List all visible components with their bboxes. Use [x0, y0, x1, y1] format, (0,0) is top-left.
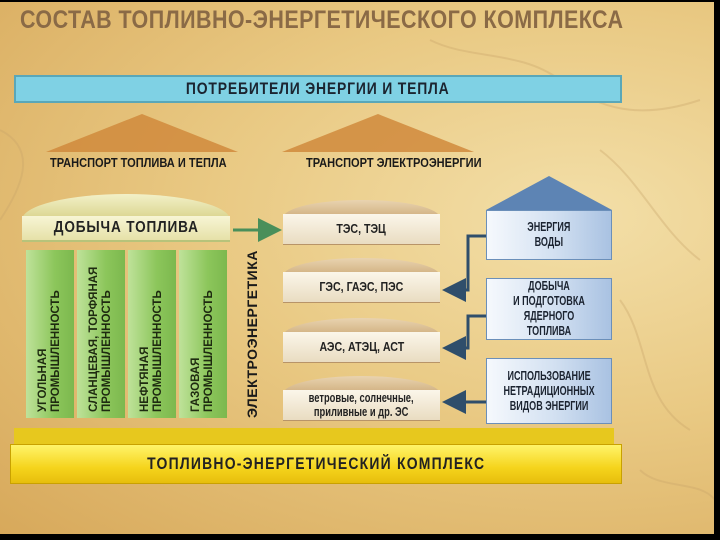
nuclear-to-npp-arrow	[442, 314, 486, 360]
fuel-transport-label: ТРАНСПОРТ ТОПЛИВА И ТЕПЛА	[50, 155, 227, 170]
source-label-alternative: ИСПОЛЬЗОВАНИЕ НЕТРАДИЦИОННЫХ ВИДОВ ЭНЕРГ…	[503, 368, 595, 413]
fuel-extraction-header: ДОБЫЧА ТОПЛИВА	[22, 216, 230, 242]
water-to-hpp-arrow	[442, 234, 486, 302]
plant-npp: АЭС, АТЭЦ, АСТ	[283, 318, 440, 362]
complex-top-edge	[14, 428, 614, 444]
electro-roof	[282, 114, 474, 152]
source-label-water: ЭНЕРГИЯ ВОДЫ	[527, 220, 571, 249]
fuel-energy-complex-bar: ТОПЛИВНО-ЭНЕРГЕТИЧЕСКИЙ КОМПЛЕКС	[10, 444, 622, 484]
complex-label: ТОПЛИВНО-ЭНЕРГЕТИЧЕСКИЙ КОМПЛЕКС	[146, 454, 486, 473]
diagram-title: СОСТАВ ТОПЛИВНО-ЭНЕРГЕТИЧЕСКОГО КОМПЛЕКС…	[20, 6, 624, 34]
fuel-extraction-label: ДОБЫЧА ТОПЛИВА	[53, 219, 199, 236]
consumers-bar: ПОТРЕБИТЕЛИ ЭНЕРГИИ И ТЕПЛА	[14, 75, 622, 103]
consumers-label: ПОТРЕБИТЕЛИ ЭНЕРГИИ И ТЕПЛА	[186, 79, 450, 98]
electricity-transport-label: ТРАНСПОРТ ЭЛЕКТРОЭНЕРГИИ	[306, 155, 482, 170]
source-label-nuclear: ДОБЫЧА И ПОДГОТОВКА ЯДЕРНОГО ТОПЛИВА	[513, 279, 585, 338]
sources-roof	[486, 176, 612, 210]
plant-label-tpp: ТЭС, ТЭЦ	[336, 222, 387, 236]
plant-hpp: ГЭС, ГАЭС, ПЭС	[283, 258, 440, 302]
fuel-roof	[46, 114, 238, 152]
plant-label-hpp: ГЭС, ГАЭС, ПЭС	[319, 280, 404, 294]
plant-tpp: ТЭС, ТЭЦ	[283, 200, 440, 244]
plant-label-renewable: ветровые, солнечные, приливные и др. ЭС	[309, 391, 414, 419]
plant-label-npp: АЭС, АТЭЦ, АСТ	[319, 340, 404, 354]
roof-shapes	[46, 114, 474, 152]
plant-renewable: ветровые, солнечные, приливные и др. ЭС	[283, 376, 440, 420]
